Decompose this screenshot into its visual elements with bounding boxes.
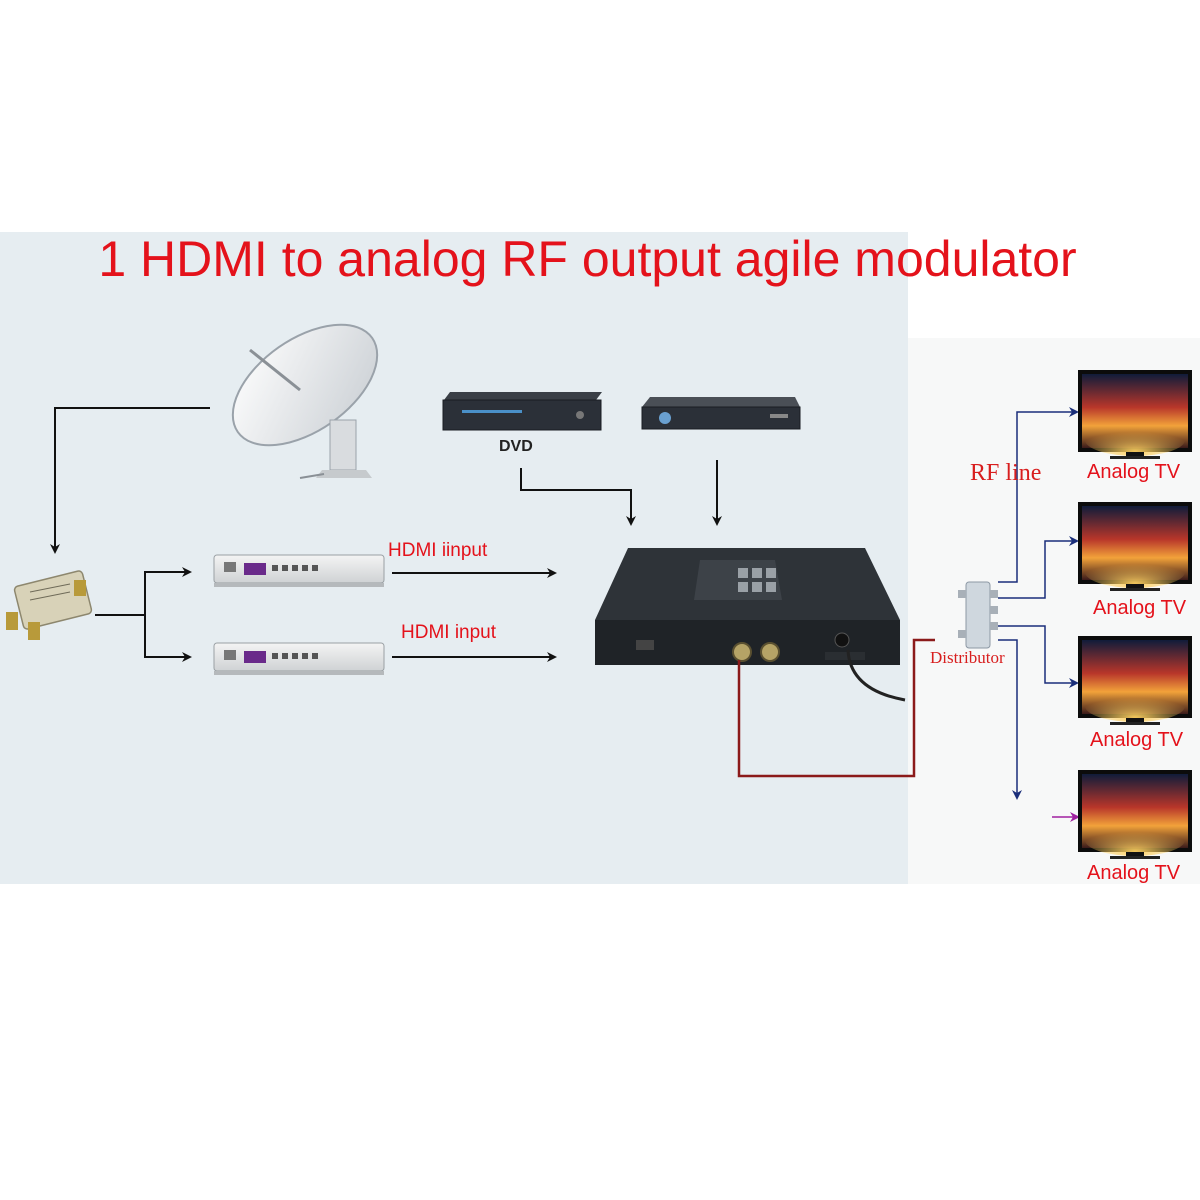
media-player <box>641 397 801 430</box>
analog-tv-4-label: Analog TV <box>1087 862 1181 884</box>
hdmi-input-2-label: HDMI input <box>401 622 497 643</box>
analog-tv-3-screen <box>1078 636 1192 725</box>
splitter-icon <box>6 570 93 640</box>
hdmi-modulator <box>595 548 900 665</box>
rf-line-label: RF line <box>970 460 1042 486</box>
dvd-player <box>442 392 602 431</box>
power-cable <box>846 649 906 702</box>
satellite-receiver-2 <box>213 642 385 675</box>
rf-line-to-tv-2 <box>998 536 1079 599</box>
analog-tv-3-label: Analog TV <box>1090 729 1184 751</box>
dish-to-splitter-line <box>50 407 210 554</box>
rf-line-to-tv-3 <box>998 625 1079 688</box>
rf-distributor <box>958 581 998 649</box>
dvd-to-modulator-line <box>520 468 636 526</box>
analog-tv-2-screen <box>1078 502 1192 591</box>
analog-tv-1-screen <box>1078 370 1192 459</box>
splitter-to-receiver-2-line <box>144 615 192 662</box>
splitter-to-receiver-1-line <box>95 567 192 616</box>
rf-line-down <box>998 639 1022 800</box>
analog-tv-4-screen <box>1078 770 1192 859</box>
hdmi-input-1-label: HDMI iinput <box>388 540 488 561</box>
rf-line-to-tv-1 <box>998 407 1079 583</box>
diagram-title: 1 HDMI to analog RF output agile modulat… <box>98 231 1077 287</box>
analog-tv-2-label: Analog TV <box>1093 597 1187 619</box>
distributor-label: Distributor <box>930 648 1005 667</box>
rf-output-cable <box>737 638 935 778</box>
satellite-dish <box>231 323 379 479</box>
analog-tv-1-label: Analog TV <box>1087 461 1181 483</box>
satellite-receiver-1 <box>213 554 385 587</box>
dvd-label: DVD <box>499 438 533 455</box>
